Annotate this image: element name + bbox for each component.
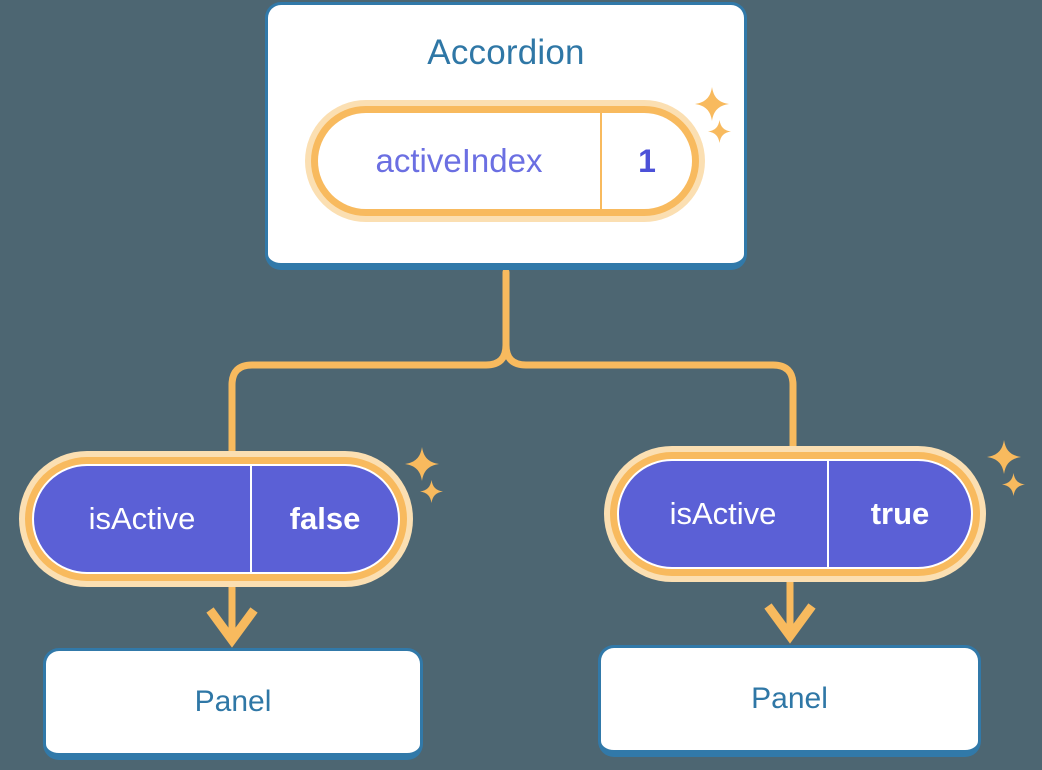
state-value-label: true [827,461,971,567]
panel-title: Panel [751,682,828,715]
arrow-down-icon [206,607,258,648]
pill-body: isActive true [617,459,973,569]
state-value-label: false [250,466,398,572]
pill-body: activeIndex 1 [318,113,692,209]
pill-body: isActive false [32,464,400,574]
page-title: Accordion [427,33,585,72]
sparkle-icon [984,437,1024,477]
state-key-label: isActive [88,501,196,536]
state-key-label: isActive [669,496,777,531]
sparkle-small-icon [1000,471,1027,498]
state-key-label: activeIndex [375,142,543,179]
tree-fork-connector-right [502,341,797,454]
state-pill-isactive-true[interactable]: isActive true [604,446,986,582]
panel-title: Panel [194,685,272,718]
state-pill-isactive-false[interactable]: isActive false [19,451,413,587]
sparkle-small-icon [418,478,445,505]
arrow-down-icon-right [764,603,816,644]
state-pill-activeindex[interactable]: activeIndex 1 [305,100,705,222]
component-card-panel-left[interactable]: Panel [43,648,423,760]
state-value-label: 1 [600,113,692,209]
component-card-panel-right[interactable]: Panel [598,645,981,757]
tree-fork-connector [228,268,510,459]
